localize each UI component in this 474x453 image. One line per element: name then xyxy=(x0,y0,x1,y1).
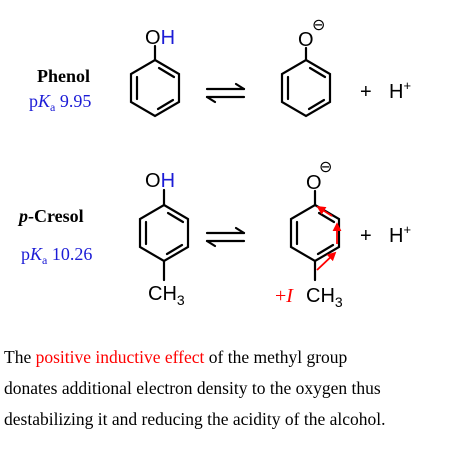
caption-highlight: positive inductive effect xyxy=(35,347,205,367)
inductive-arrow-upper xyxy=(316,206,333,217)
inductive-effect-label: +I xyxy=(275,285,294,307)
plus-sign-2: + xyxy=(360,225,372,247)
equilibrium-arrow-1 xyxy=(205,82,246,104)
equilibrium-arrow-2 xyxy=(205,226,246,248)
phenoxide-o-label: O xyxy=(298,29,314,51)
cresol-pka: pKa 10.26 xyxy=(21,244,92,267)
explanation-caption: The positive inductive effect of the met… xyxy=(4,342,472,435)
cresol-methyl-label: CH3 xyxy=(148,283,185,308)
caption-line-2: donates additional electron density to t… xyxy=(4,378,381,398)
plus-sign-1: + xyxy=(360,81,372,103)
phenol-structure: OH xyxy=(129,27,181,118)
phenol-pka: pKa 9.95 xyxy=(29,91,91,114)
cresol-phenoxide-o-label: O xyxy=(306,172,322,194)
caption-line-1: The positive inductive effect of the met… xyxy=(4,347,348,367)
proton-1: H+ xyxy=(389,78,411,103)
cresol-oh-label: OH xyxy=(145,170,175,192)
cresol-structure: OH CH3 xyxy=(138,170,190,308)
cresol-phenoxide-methyl-label: CH3 xyxy=(306,285,343,310)
phenol-name: Phenol xyxy=(37,66,90,86)
caption-line-3: destabilizing it and reducing the acidit… xyxy=(4,409,386,429)
cresol-phenoxide-structure: O ⊖ +I CH3 xyxy=(275,159,343,310)
phenoxide-charge-icon: ⊖ xyxy=(312,17,325,34)
phenoxide-structure: O ⊖ xyxy=(280,17,332,118)
proton-2: H+ xyxy=(389,222,411,247)
inductive-arrow-lower xyxy=(316,251,337,271)
cresol-phenoxide-charge-icon: ⊖ xyxy=(319,159,332,176)
cresol-name: p-Cresol xyxy=(17,206,84,226)
phenol-oh-label: OH xyxy=(145,27,175,49)
